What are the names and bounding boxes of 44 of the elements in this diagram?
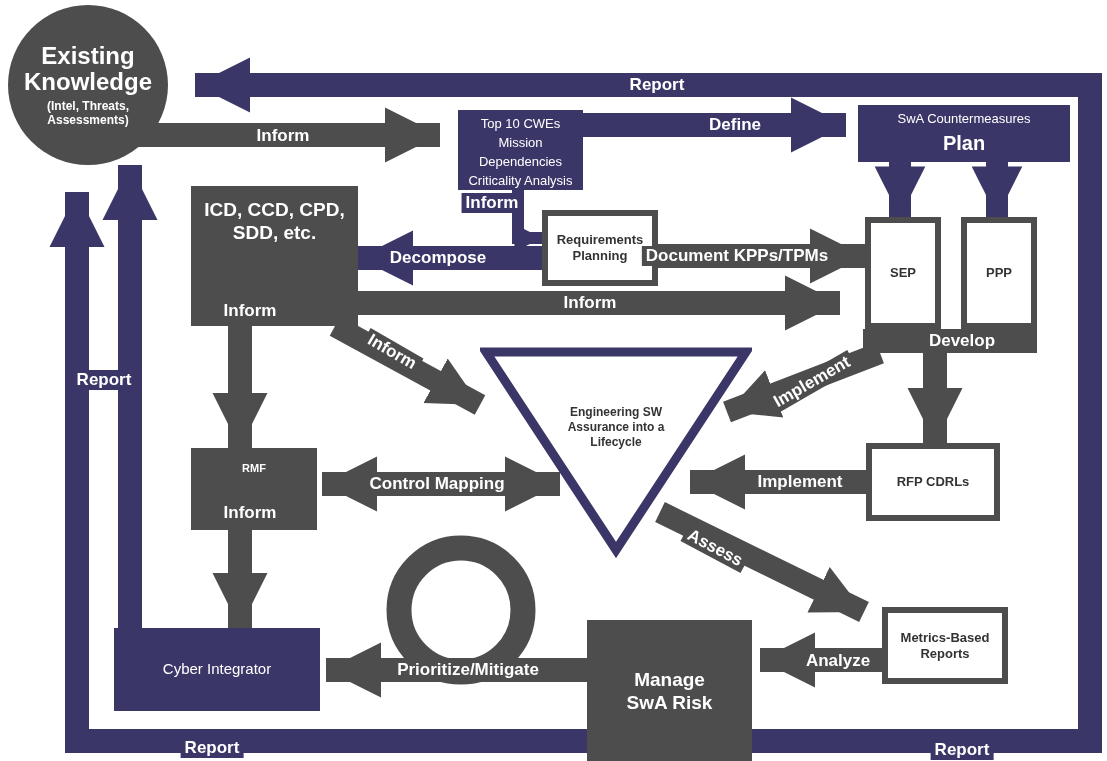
node-text: Plan <box>942 131 986 156</box>
process-box <box>587 620 752 761</box>
document-box <box>882 607 1008 684</box>
node-text: Develop <box>928 331 996 351</box>
node-text: (Intel, Threats, Assessments) <box>46 99 130 127</box>
node-text: Manage SwA Risk <box>625 668 714 714</box>
process-box <box>191 448 317 530</box>
arrow <box>212 530 268 628</box>
process-box <box>858 105 1070 162</box>
document-box <box>865 217 941 329</box>
arrow <box>874 162 926 217</box>
process-box <box>458 110 583 190</box>
arrow <box>690 454 866 510</box>
document-box <box>961 217 1037 329</box>
arrow <box>326 642 587 698</box>
node-text: Engineering SW Assurance into a Lifecycle <box>566 405 666 450</box>
arrow <box>138 107 440 163</box>
arrow <box>322 456 560 512</box>
process-box <box>114 628 320 711</box>
node-text: ICD, CCD, CPD, SDD, etc. <box>203 198 346 244</box>
node-text: Metrics-Based Reports <box>899 629 991 662</box>
arrow <box>195 57 1102 753</box>
node-text: RFP CDRLs <box>896 474 970 490</box>
node-text: Existing Knowledge <box>23 43 153 95</box>
node-text: Cyber Integrator <box>162 659 272 680</box>
flow-label: Report <box>180 738 244 758</box>
node-text: SwA Countermeasures <box>897 110 1031 128</box>
flow-label: Report <box>930 740 994 760</box>
process-box <box>191 186 358 326</box>
arrow <box>658 228 865 284</box>
arrow <box>102 165 158 628</box>
arrow <box>760 632 882 688</box>
arrow <box>971 162 1023 217</box>
arrow <box>49 192 587 753</box>
node-text: Top 10 CWEs Mission Dependencies Criticality Analysis <box>467 115 574 190</box>
node-text: SEP <box>890 265 916 281</box>
document-box <box>866 443 1000 521</box>
arrow <box>583 97 846 153</box>
node-text: RMF <box>242 461 266 476</box>
arrow <box>358 230 542 286</box>
arrow <box>212 326 268 448</box>
arrow <box>907 353 963 443</box>
develop-bar <box>863 329 1037 353</box>
node-text: PPP <box>986 265 1012 281</box>
